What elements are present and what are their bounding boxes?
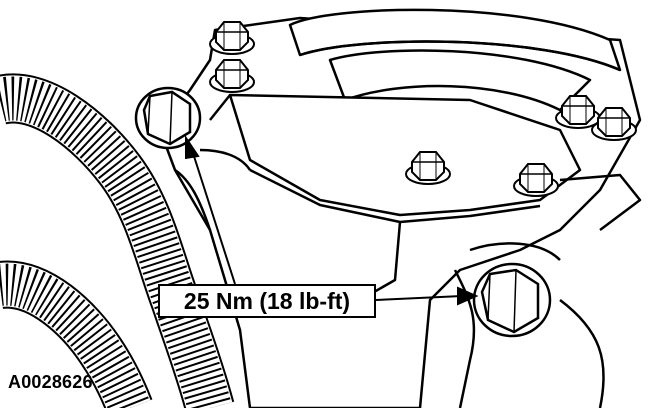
torque-callout: 25 Nm (18 lb-ft) bbox=[158, 284, 376, 318]
hose-lower bbox=[0, 260, 153, 408]
leader-arrow bbox=[185, 134, 236, 285]
bolt-icon bbox=[472, 262, 552, 338]
leader-arrow bbox=[375, 286, 479, 306]
hose-upper bbox=[0, 73, 235, 408]
bolt-icon bbox=[134, 86, 202, 150]
figure-id: A0028626 bbox=[8, 372, 93, 392]
